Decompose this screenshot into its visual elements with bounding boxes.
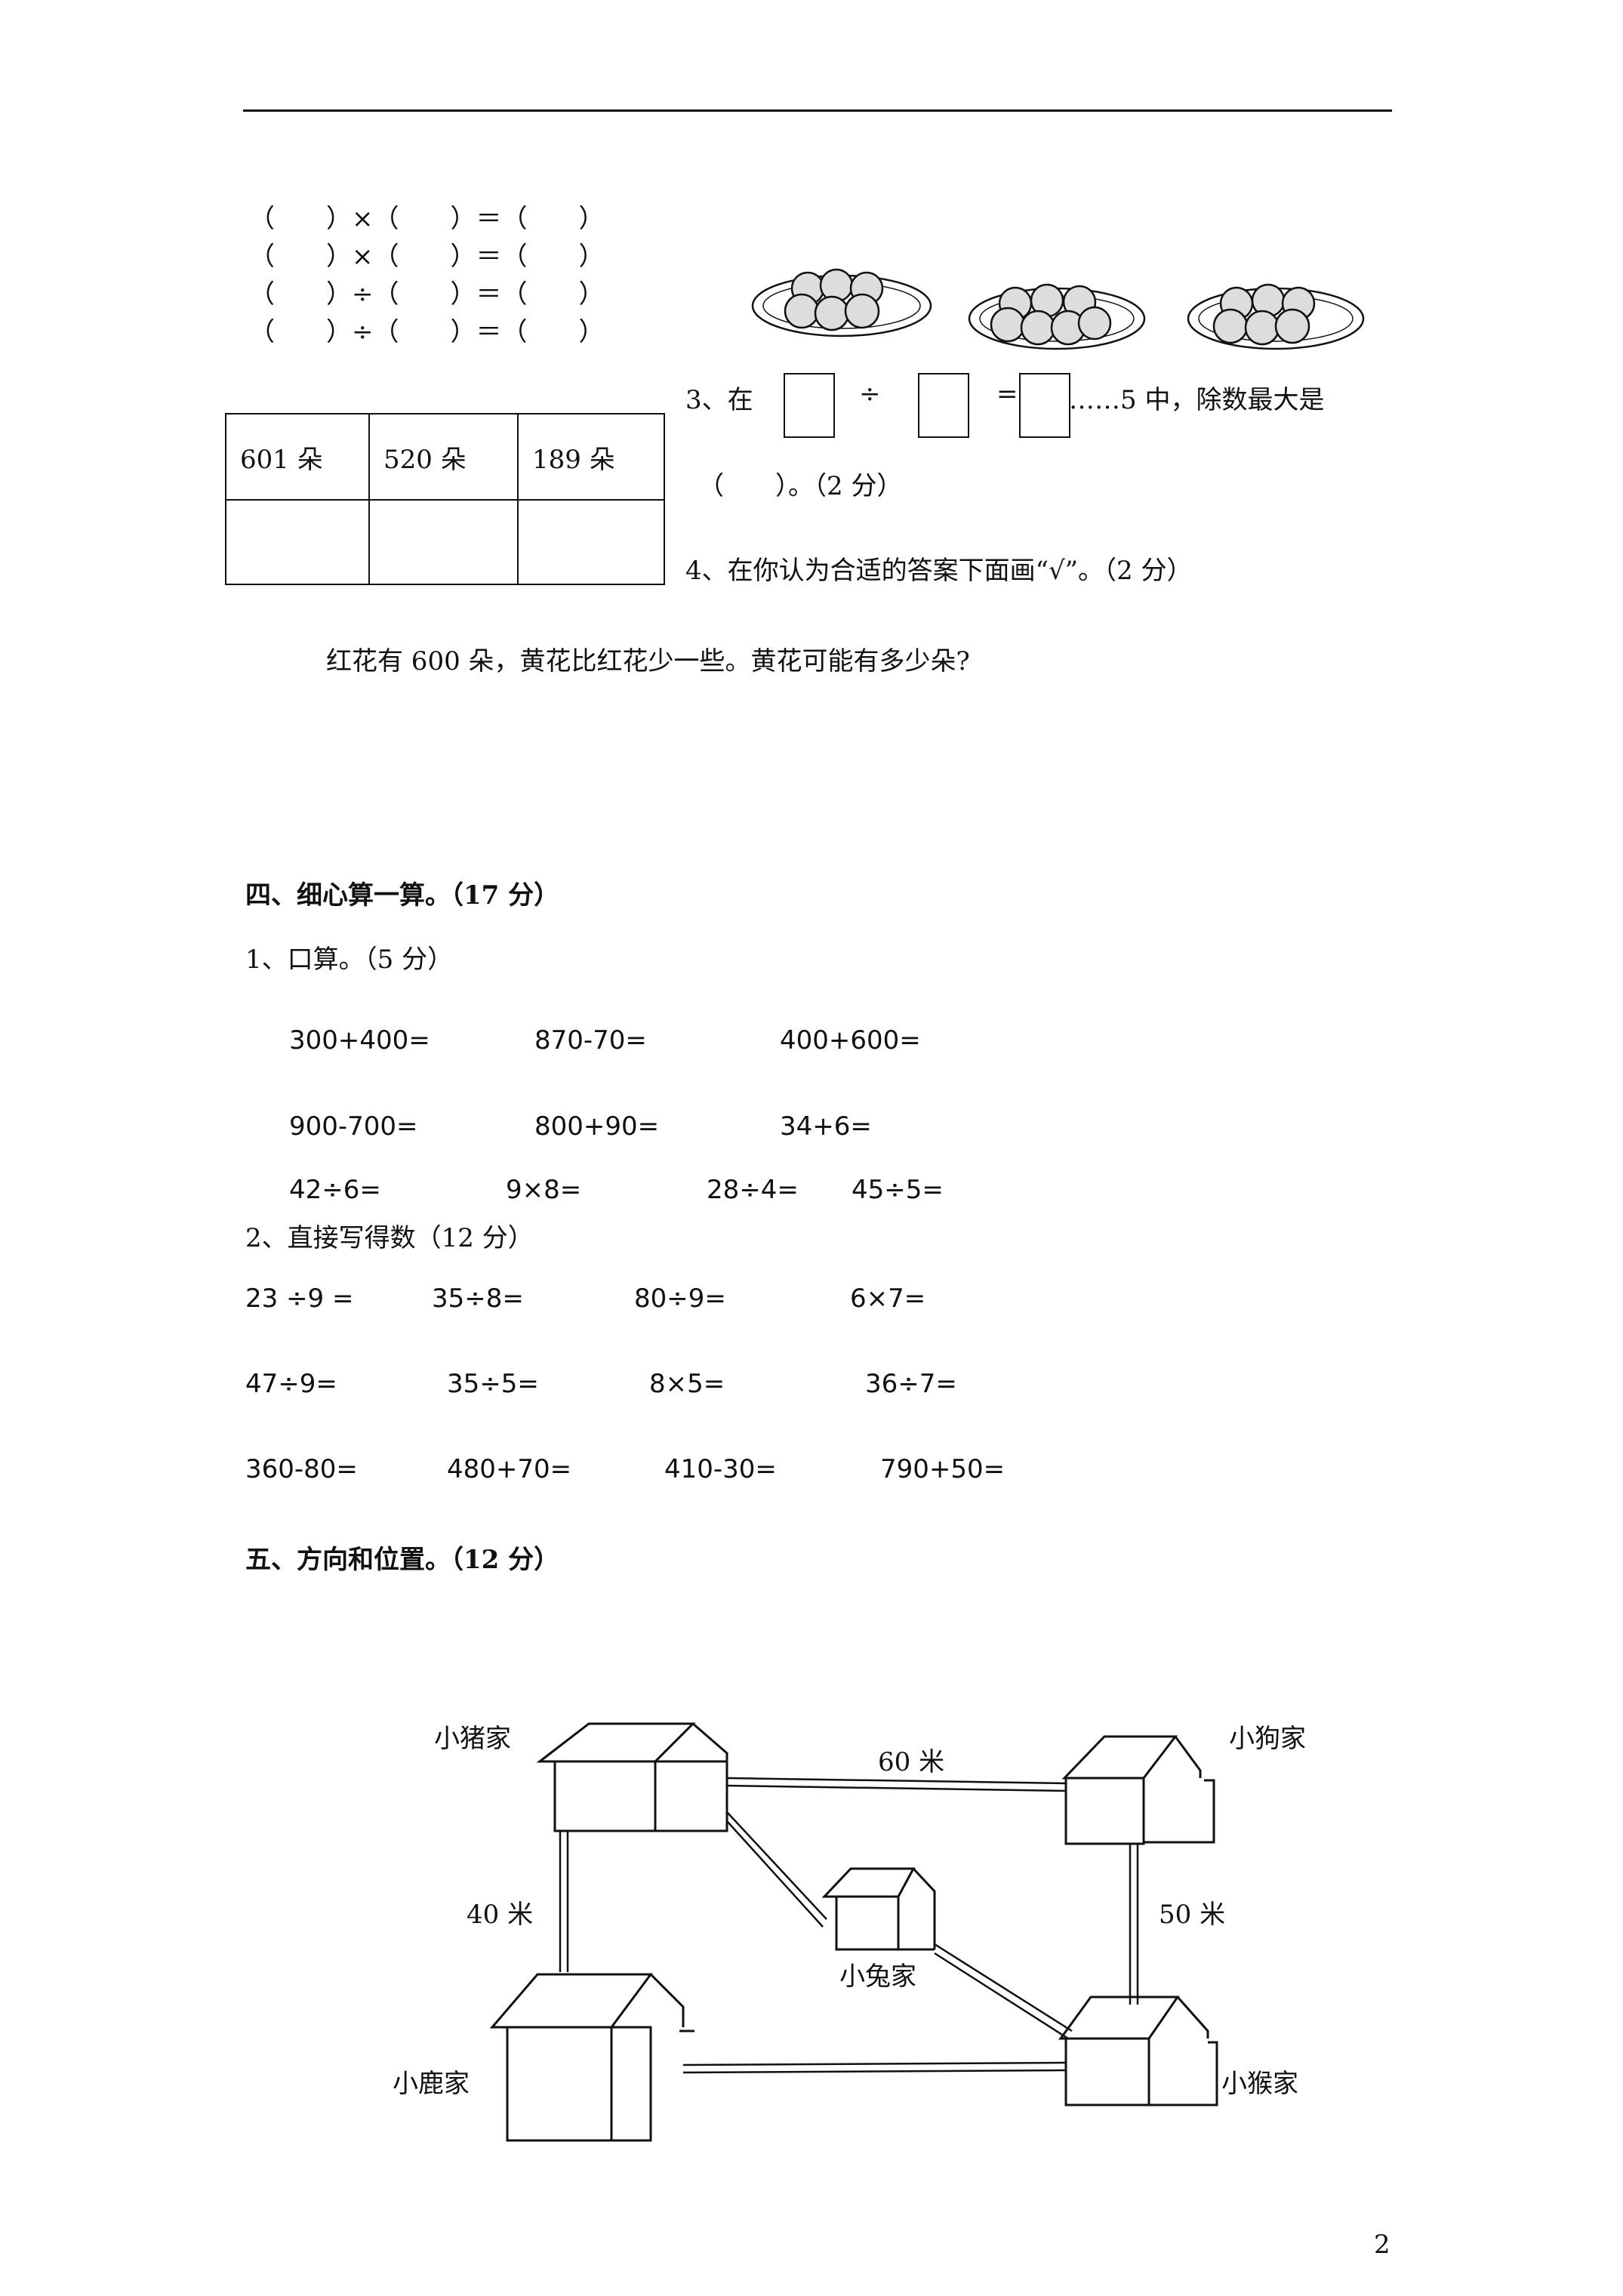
q3-divide-sign: ÷ — [859, 379, 881, 409]
q3-quotient-box[interactable] — [1019, 373, 1070, 438]
direct-answer-item: 410-30= — [664, 1454, 777, 1484]
road-pig-deer — [559, 1831, 569, 1972]
flower-question: 红花有 600 朵，黄花比红花少一些。黄花可能有多少朵? — [326, 646, 970, 676]
direct-answer-item: 36÷7= — [865, 1369, 957, 1399]
direct-answer-item: 480+70= — [447, 1454, 572, 1484]
section4-title: 四、细心算一算。（17 分） — [245, 880, 560, 911]
road-pig-rabbit — [726, 1811, 827, 1928]
mental-math-item: 45÷5= — [852, 1175, 944, 1205]
section5-title: 五、方向和位置。（12 分） — [245, 1545, 560, 1575]
page-number: 2 — [1374, 2230, 1390, 2260]
distance-right-label: 50 米 — [1159, 1900, 1226, 1930]
q3-dividend-box[interactable] — [784, 373, 835, 438]
q3-suffix: ……5 中，除数最大是 — [1069, 385, 1325, 415]
flower-answer-cell-1[interactable] — [225, 499, 370, 585]
road-deer-monkey — [682, 2061, 1067, 2074]
direct-answer-item: 360-80= — [245, 1454, 358, 1484]
flower-answer-cell-3[interactable] — [517, 499, 665, 585]
dog-house-icon — [1061, 1735, 1215, 1845]
blank-equation-1: （ ）×（ ）＝（ ） — [249, 204, 605, 234]
flower-option-189: 189 朵 — [517, 413, 665, 501]
mental-math-item: 800+90= — [534, 1111, 660, 1142]
monkey-house-icon — [1058, 1996, 1218, 2106]
flower-option-520: 520 朵 — [368, 413, 519, 501]
road-dog-monkey — [1129, 1844, 1139, 2005]
label-rabbit-house: 小兔家 — [839, 1962, 916, 1992]
mental-math-item: 400+600= — [780, 1025, 921, 1056]
q3-prefix: 3、在 — [685, 385, 753, 415]
direct-answer-item: 47÷9= — [245, 1369, 337, 1399]
q3-equal-sign: = — [996, 379, 1018, 409]
fruit-plate-1-icon — [751, 268, 932, 337]
distance-top-label: 60 米 — [878, 1747, 945, 1777]
deer-house-icon — [489, 1973, 694, 2142]
mental-math-item: 870-70= — [534, 1025, 647, 1056]
fruit-plates-illustration — [751, 268, 1365, 350]
pig-house-icon — [536, 1722, 728, 1832]
mental-math-item: 900-700= — [289, 1111, 418, 1142]
blank-equation-4: （ ）÷（ ）＝（ ） — [249, 317, 605, 347]
road-rabbit-monkey — [934, 1943, 1073, 2040]
mental-math-item: 300+400= — [289, 1025, 430, 1056]
fruit-plate-3-icon — [1187, 283, 1365, 350]
distance-left-label: 40 米 — [467, 1900, 534, 1930]
label-pig-house: 小猪家 — [434, 1724, 511, 1754]
direct-answer-item: 35÷5= — [447, 1369, 539, 1399]
direct-answer-item: 790+50= — [880, 1454, 1006, 1484]
flower-option-601: 601 朵 — [225, 413, 370, 501]
mental-math-item: 34+6= — [780, 1111, 872, 1142]
fruit-plate-2-icon — [968, 283, 1146, 350]
header-rule — [243, 109, 1392, 112]
road-pig-dog — [726, 1777, 1067, 1792]
blank-equation-2: （ ）×（ ）＝（ ） — [249, 242, 605, 272]
flower-options-table: 601 朵 520 朵 189 朵 — [225, 413, 665, 585]
section4-part2-title: 2、直接写得数（12 分） — [245, 1223, 534, 1253]
direct-answer-item: 80÷9= — [634, 1284, 726, 1314]
rabbit-house-icon — [821, 1867, 936, 1951]
flower-answer-cell-2[interactable] — [368, 499, 519, 585]
mental-math-item: 42÷6= — [289, 1175, 381, 1205]
label-monkey-house: 小猴家 — [1221, 2069, 1298, 2099]
direct-answer-item: 6×7= — [850, 1284, 926, 1314]
mental-math-item: 28÷4= — [707, 1175, 799, 1205]
mental-math-item: 9×8= — [506, 1175, 582, 1205]
direct-answer-item: 8×5= — [649, 1369, 725, 1399]
q3-answer-line: （ ）。（2 分） — [698, 471, 903, 501]
section4-part1-title: 1、口算。（5 分） — [245, 945, 454, 975]
direct-answer-item: 23 ÷9 = — [245, 1284, 354, 1314]
direct-answer-item: 35÷8= — [432, 1284, 524, 1314]
q3-divisor-box[interactable] — [918, 373, 969, 438]
q4-text: 4、在你认为合适的答案下面画“√”。（2 分） — [685, 556, 1193, 586]
label-dog-house: 小狗家 — [1229, 1724, 1306, 1754]
blank-equation-3: （ ）÷（ ）＝（ ） — [249, 279, 605, 310]
label-deer-house: 小鹿家 — [393, 2069, 470, 2099]
